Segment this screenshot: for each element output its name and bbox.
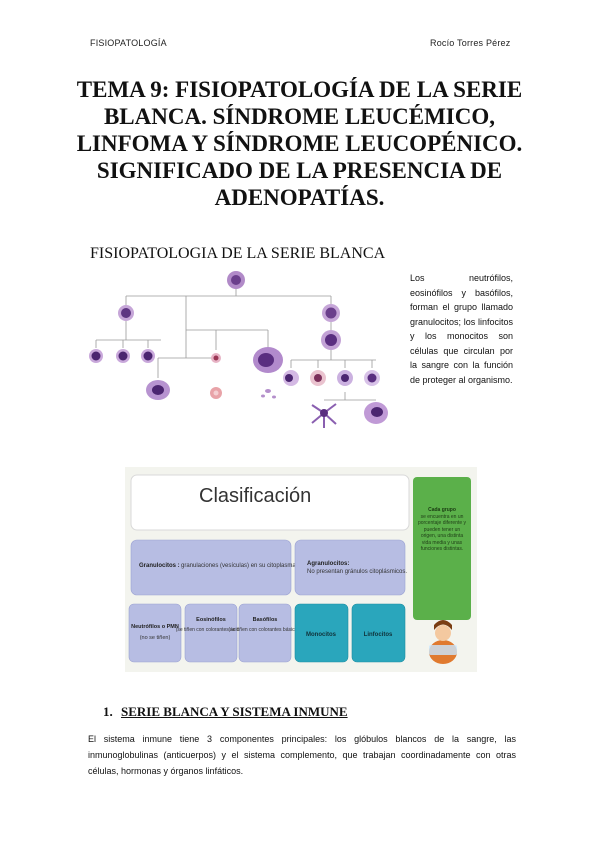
header-left: FISIOPATOLOGÍA (90, 38, 167, 48)
basofilos-label: Basófilos (253, 617, 278, 623)
neutrofilos-label: Neutrófilos o PMN (131, 624, 179, 630)
classification-title: Clasificación (199, 485, 311, 507)
classification-figure: Clasificación Granulocitos : granulacion… (125, 467, 477, 672)
granulocitos-label: Granulocitos : (139, 563, 180, 569)
side-paragraph: Los neutrófilos, eosinófilos y basófilos… (410, 273, 513, 385)
svg-text:Granulocitos :: Granulocitos : (139, 563, 180, 569)
monocitos-label: Monocitos (306, 632, 337, 638)
granulocitos-desc: granulaciones (vesículas) en su citoplas… (181, 563, 364, 569)
linfocitos-label: Linfocitos (364, 632, 393, 638)
note-text: se encuentra en un porcentaje diferente … (417, 514, 467, 553)
hematopoiesis-illustration (89, 271, 388, 428)
hematopoiesis-diagram (86, 268, 396, 440)
page-title: TEMA 9: FISIOPATOLOGÍA DE LA SERIE BLANC… (76, 77, 523, 210)
neutrofilos-sub: (no se tiñen) (140, 635, 171, 641)
section-heading: FISIOPATOLOGIA DE LA SERIE BLANCA (90, 245, 386, 262)
agranulocitos-desc: No presentan gránulos citoplásmicos. (307, 569, 407, 575)
basofilos-sub: (se tiñen con colorantes básicos) (228, 627, 301, 633)
cartoon-figure-icon (429, 620, 457, 664)
eosinofilos-label: Eosinófilos (196, 617, 226, 623)
classification-diagram: Clasificación Granulocitos : granulacion… (125, 467, 477, 672)
note-bold: Cada grupo (428, 507, 456, 513)
section-1-heading: 1. SERIE BLANCA Y SISTEMA INMUNE (103, 704, 348, 720)
agranulocitos-label: Agranulocitos: (307, 561, 349, 567)
body-paragraph: El sistema inmune tiene 3 componentes pr… (88, 734, 516, 776)
eosinofilos-sub: (se tiñen con colorantes ácidos) (176, 627, 247, 633)
section-1-title: SERIE BLANCA Y SISTEMA INMUNE (121, 704, 348, 719)
section-1-number: 1. (103, 704, 113, 719)
header-author: Rocío Torres Pérez (430, 38, 511, 48)
